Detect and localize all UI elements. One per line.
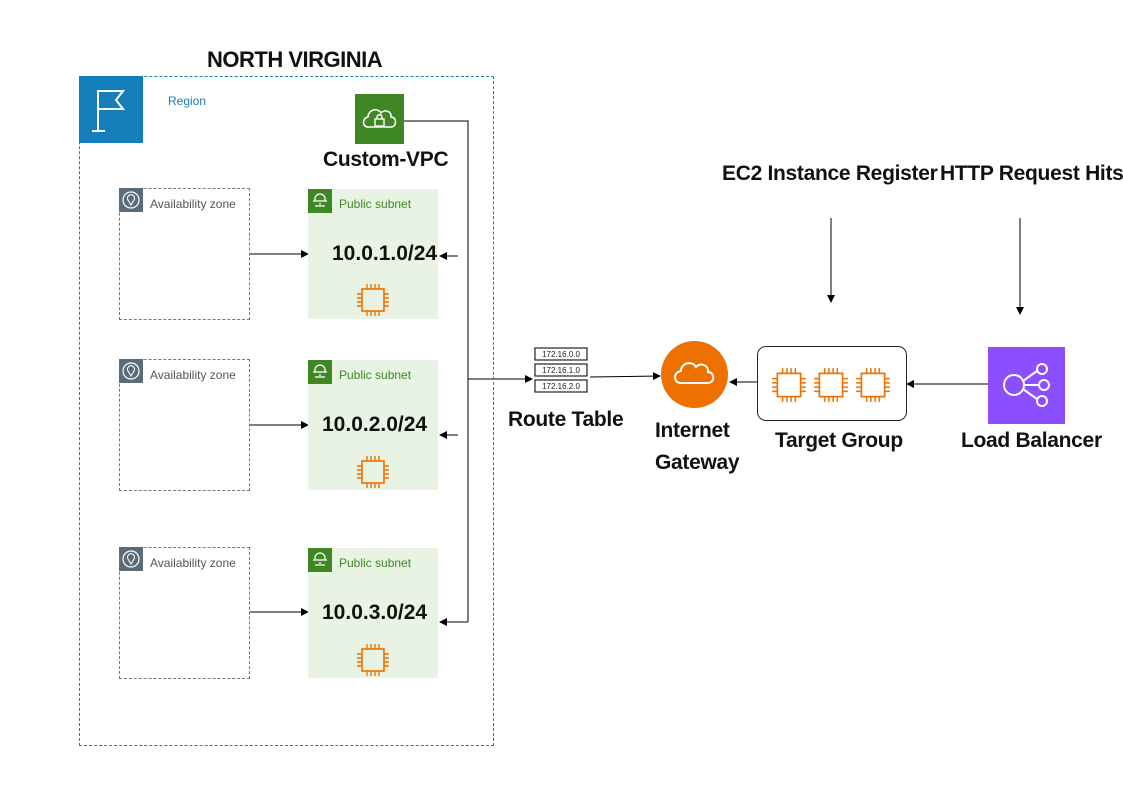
flag-icon xyxy=(79,76,143,143)
location-pin-icon xyxy=(119,188,143,212)
ec2-chip-icon xyxy=(854,366,892,409)
availability-zone-label: Availability zone xyxy=(150,556,236,570)
region-title: NORTH VIRGINIA xyxy=(207,47,383,72)
cloud-lock-icon xyxy=(355,94,404,144)
http-hits-annotation: HTTP Request Hits xyxy=(940,162,1123,185)
vpc-bus-line xyxy=(404,120,469,622)
availability-zone-label: Availability zone xyxy=(150,197,236,211)
route-entry: 172.16.2.0 xyxy=(542,382,580,391)
internet-gateway-label-line1: Internet xyxy=(655,419,730,442)
load-balancer-icon xyxy=(988,347,1065,424)
subnet-cidr: 10.0.1.0/24 xyxy=(332,242,438,265)
ec2-chip-icon xyxy=(355,454,391,495)
route-table-to-igw-arrow xyxy=(589,372,661,381)
internet-gateway-icon xyxy=(661,341,728,408)
subnet-cidr: 10.0.2.0/24 xyxy=(322,413,428,436)
subnet-lock-icon xyxy=(308,360,332,384)
route-entry: 172.16.1.0 xyxy=(542,366,580,375)
load-balancer-label: Load Balancer xyxy=(961,429,1102,452)
subnet-cidr: 10.0.3.0/24 xyxy=(322,601,428,624)
route-table-label: Route Table xyxy=(508,408,624,431)
vpc-label: Custom-VPC xyxy=(323,148,449,171)
region-label: Region xyxy=(168,94,207,108)
target-group-box xyxy=(757,346,907,421)
route-entry: 172.16.0.0 xyxy=(542,350,580,359)
subnet-lock-icon xyxy=(308,548,332,572)
location-pin-icon xyxy=(119,359,143,383)
ec2-chip-icon xyxy=(812,366,850,409)
subnet-label: Public subnet xyxy=(339,368,412,382)
ec2-chip-icon xyxy=(355,642,391,683)
location-pin-icon xyxy=(119,547,143,571)
ec2-chip-icon xyxy=(355,282,391,323)
ec2-chip-icon xyxy=(770,366,808,409)
route-table-icon: 172.16.0.0 172.16.1.0 172.16.2.0 xyxy=(534,347,590,400)
subnet-lock-icon xyxy=(308,189,332,213)
ec2-register-annotation: EC2 Instance Register xyxy=(722,162,938,185)
target-group-label: Target Group xyxy=(775,429,903,452)
region-boundary xyxy=(79,76,494,746)
availability-zone-label: Availability zone xyxy=(150,368,236,382)
internet-gateway-label-line2: Gateway xyxy=(655,451,740,474)
subnet-label: Public subnet xyxy=(339,556,412,570)
subnet-label: Public subnet xyxy=(339,197,412,211)
